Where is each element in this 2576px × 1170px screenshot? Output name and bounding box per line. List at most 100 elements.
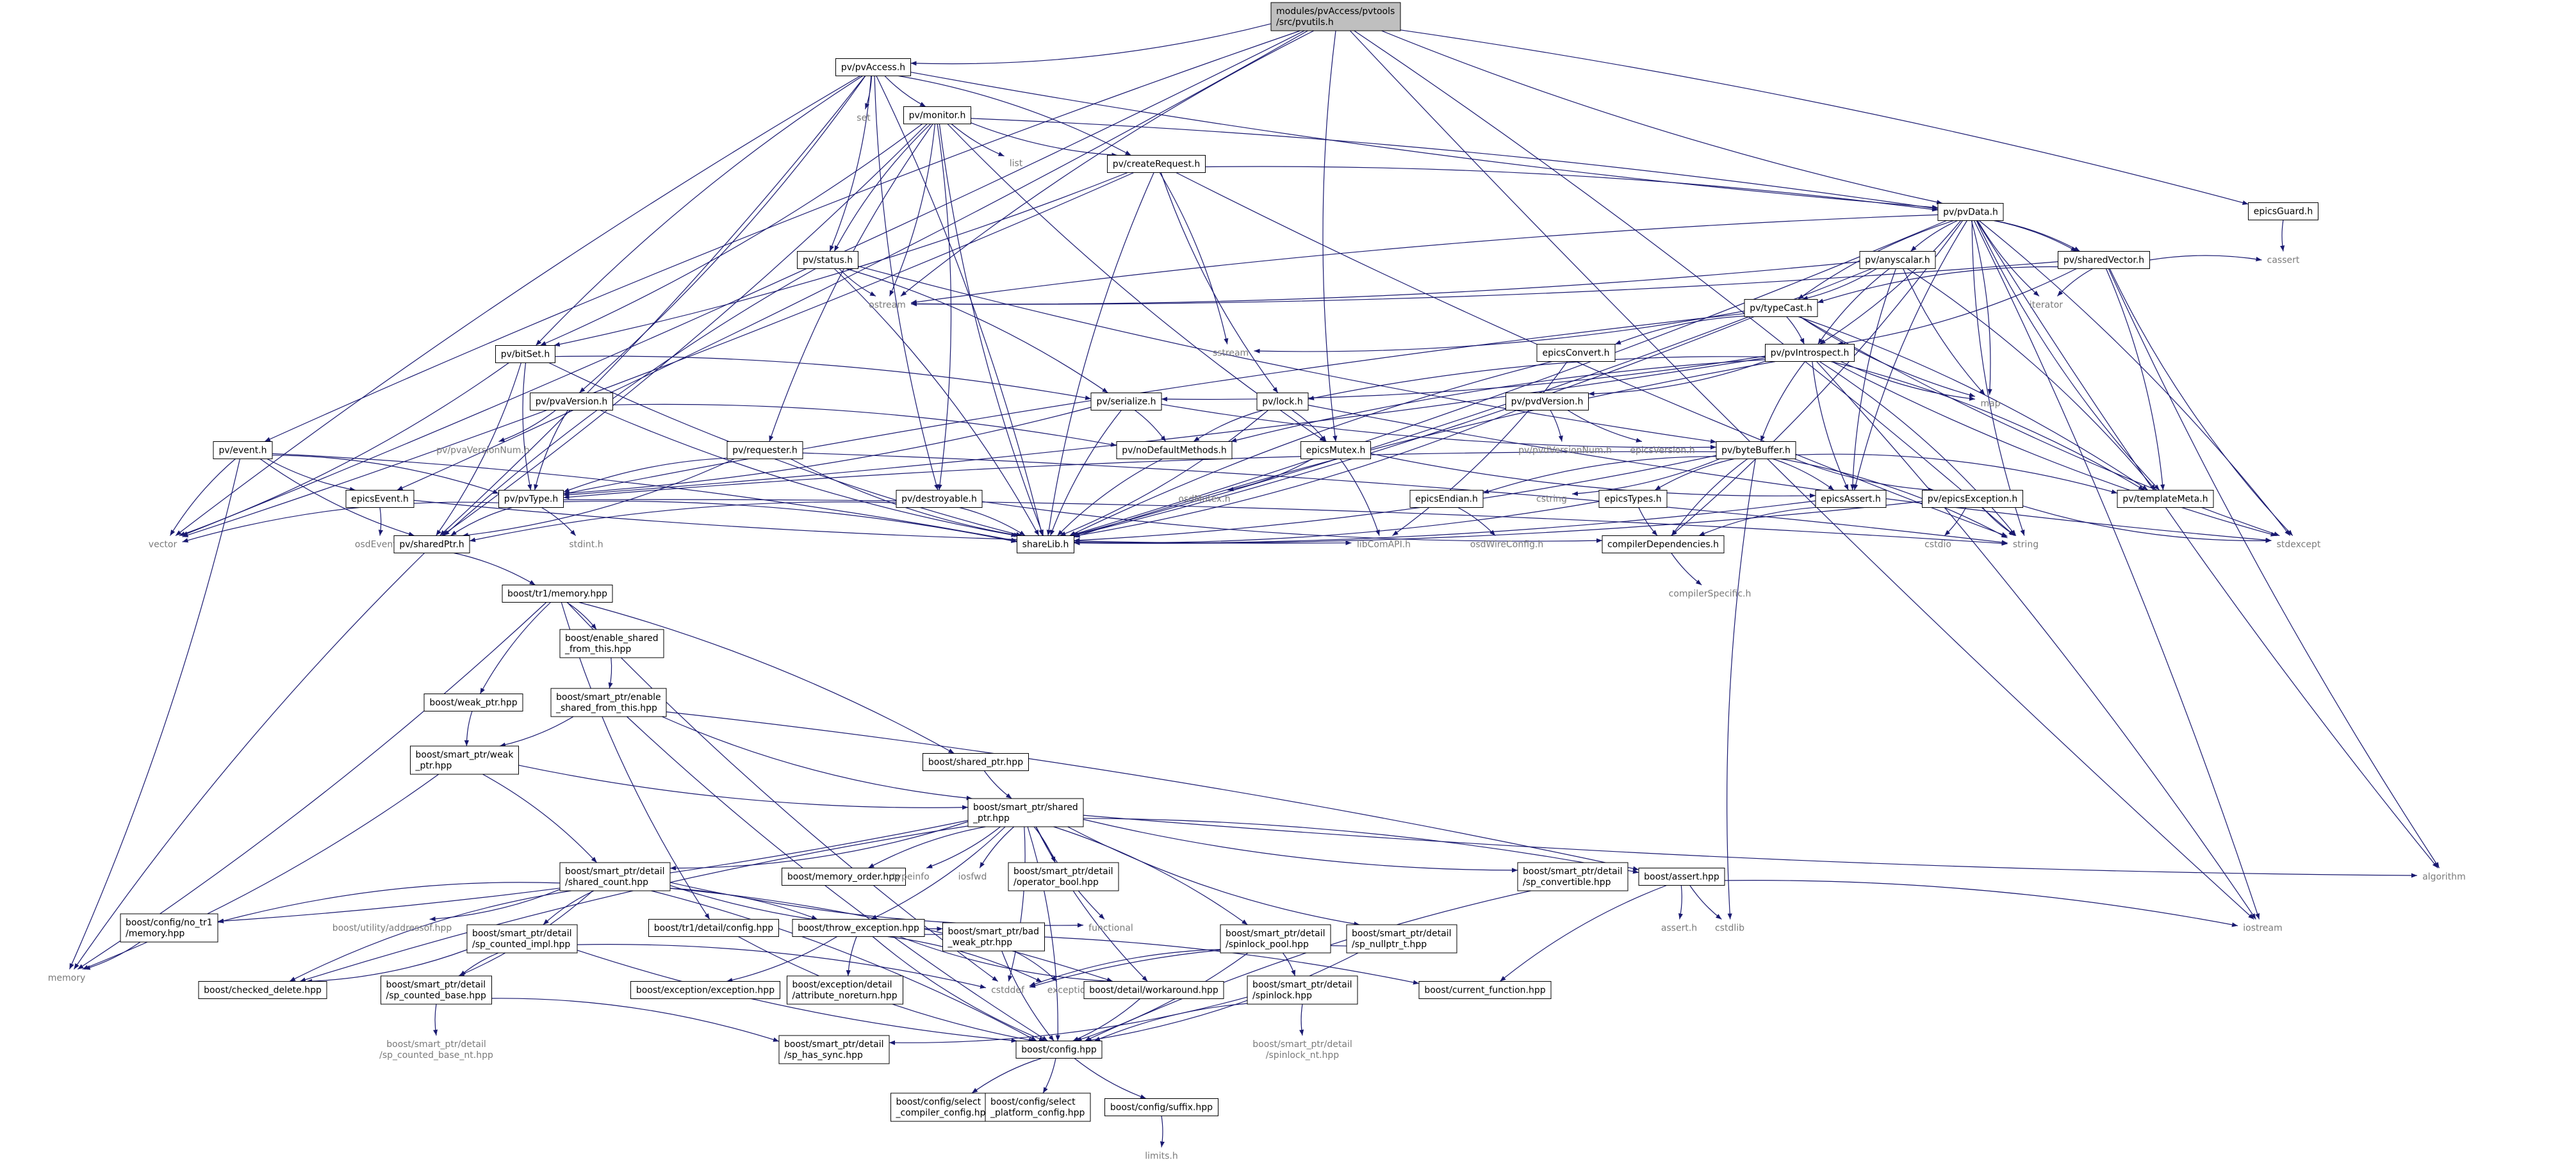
edge-pvIntrospect-to-iostream (1816, 361, 2256, 920)
node-shareLib[interactable]: shareLib.h (1017, 535, 1074, 553)
node-monitor[interactable]: pv/monitor.h (903, 106, 971, 124)
node-sharedPtrHpp[interactable]: boost/shared_ptr.hpp (923, 753, 1029, 771)
node-configNoTr1[interactable]: boost/config/no_tr1/memory.hpp (120, 913, 218, 943)
node-workaround[interactable]: boost/detail/workaround.hpp (1083, 981, 1224, 999)
node-createRequest[interactable]: pv/createRequest.h (1107, 155, 1206, 173)
edge-serialize-to-pvType (563, 407, 1092, 496)
edge-byteBuffer-to-cstdlib (1727, 459, 1756, 920)
node-label: /sp_counted_base_nt.hpp (379, 1050, 493, 1060)
node-typeCast[interactable]: pv/typeCast.h (1744, 299, 1818, 317)
node-epicsMutex[interactable]: epicsMutex.h (1300, 441, 1371, 459)
node-tr1memory[interactable]: boost/tr1/memory.hpp (502, 585, 613, 603)
node-label: pv/pvData.h (1943, 207, 1998, 218)
edge-workaround-to-configHpp (1072, 998, 1140, 1042)
node-label: boost/checked_delete.hpp (204, 986, 322, 996)
node-bitSet[interactable]: pv/bitSet.h (495, 345, 555, 363)
node-pvdVersion[interactable]: pv/pvdVersion.h (1505, 393, 1589, 410)
node-suffix[interactable]: boost/config/suffix.hpp (1104, 1098, 1218, 1116)
node-attrNoreturn[interactable]: boost/exception/detail/attribute_noretur… (787, 975, 903, 1005)
node-noDefaultMethods[interactable]: pv/noDefaultMethods.h (1116, 441, 1233, 459)
node-spCountedImpl[interactable]: boost/smart_ptr/detail/sp_counted_impl.h… (466, 924, 578, 954)
node-cstring: cstring (1536, 494, 1567, 505)
edge-pvEpicsException-to-cstdio (1944, 507, 1967, 536)
node-box (967, 798, 1084, 827)
node-epicsEvent[interactable]: epicsEvent.h (345, 490, 414, 508)
node-memoryOrder[interactable]: boost/memory_order.hpp (782, 868, 906, 886)
edge-sharedVector-to-pvTemplateMeta (2105, 268, 2165, 491)
node-throwException[interactable]: boost/throw_exception.hpp (792, 919, 925, 937)
node-lock[interactable]: pv/lock.h (1256, 393, 1309, 410)
node-pvIntrospect[interactable]: pv/pvIntrospect.h (1765, 344, 1855, 362)
node-pvTemplateMeta[interactable]: pv/templateMeta.h (2117, 490, 2214, 508)
node-spCountedBaseNt: boost/smart_ptr/detail/sp_counted_base_n… (379, 1039, 493, 1060)
node-pvData[interactable]: pv/pvData.h (1937, 203, 2004, 221)
node-box (1104, 1098, 1218, 1116)
node-utilityAddressof: boost/utility/addressof.hpp (332, 923, 452, 934)
node-pvEpicsException[interactable]: pv/epicsException.h (1922, 490, 2023, 508)
node-selectPlatform[interactable]: boost/config/select_platform_config.hpp (985, 1093, 1091, 1122)
node-badWeakPtr[interactable]: boost/smart_ptr/bad_weak_ptr.hpp (942, 922, 1045, 952)
node-epicsGuard[interactable]: epicsGuard.h (2248, 202, 2318, 220)
edge-root-to-epicsGuard (1400, 29, 2249, 205)
node-sharedPtr[interactable]: pv/sharedPtr.h (393, 535, 470, 553)
node-epicsAssert[interactable]: epicsAssert.h (1815, 490, 1887, 508)
node-weakPtr[interactable]: boost/weak_ptr.hpp (423, 694, 523, 711)
edge-spSharedCount-to-utilityAddressof (429, 889, 561, 922)
node-assertHpp[interactable]: boost/assert.hpp (1638, 868, 1725, 886)
node-spSharedCount[interactable]: boost/smart_ptr/detail/shared_count.hpp (559, 862, 671, 891)
edge-throwException-to-workaround (899, 936, 1113, 984)
node-typeinfo: typeinfo (892, 872, 930, 882)
node-epicsEndian[interactable]: epicsEndian.h (1409, 490, 1484, 508)
node-box (1090, 393, 1162, 410)
node-spinlockPool[interactable]: boost/smart_ptr/detail/spinlock_pool.hpp (1220, 924, 1331, 954)
node-spConvertible[interactable]: boost/smart_ptr/detail/sp_convertible.hp… (1517, 862, 1628, 891)
node-compilerDependencies[interactable]: compilerDependencies.h (1602, 535, 1725, 553)
node-label: epicsVersion.h (1630, 446, 1694, 456)
node-spCountedBase[interactable]: boost/smart_ptr/detail/sp_counted_base.h… (381, 975, 492, 1005)
edge-assertHpp-to-assertH (1678, 885, 1684, 920)
node-pvAccess[interactable]: pv/pvAccess.h (835, 58, 911, 76)
node-spEnableShared[interactable]: boost/smart_ptr/enable_shared_from_this.… (550, 688, 667, 717)
edge-spNullptr-to-configHpp (1085, 952, 1359, 1043)
node-spHasSync[interactable]: boost/smart_ptr/detail/sp_has_sync.hpp (778, 1035, 890, 1064)
node-tr1Config[interactable]: boost/tr1/detail/config.hpp (648, 919, 779, 937)
node-box (1638, 868, 1725, 886)
node-sharedVector[interactable]: pv/sharedVector.h (2058, 251, 2150, 269)
node-label: boost/smart_ptr/detail (784, 1039, 883, 1050)
node-currentFunction[interactable]: boost/current_function.hpp (1418, 981, 1552, 999)
node-spinlock[interactable]: boost/smart_ptr/detail/spinlock.hpp (1247, 975, 1358, 1005)
node-exceptionHpp[interactable]: boost/exception/exception.hpp (630, 981, 780, 999)
node-checkedDelete[interactable]: boost/checked_delete.hpp (198, 981, 327, 999)
node-label: epicsAssert.h (1821, 494, 1881, 505)
node-spWeakPtr[interactable]: boost/smart_ptr/weak_ptr.hpp (410, 745, 519, 775)
node-destroyable[interactable]: pv/destroyable.h (896, 490, 983, 508)
node-pvaVersion[interactable]: pv/pvaVersion.h (530, 393, 613, 410)
node-spSharedPtr[interactable]: boost/smart_ptr/shared_ptr.hpp (967, 798, 1084, 827)
node-epicsTypes[interactable]: epicsTypes.h (1598, 490, 1668, 508)
edge-sharedVector-to-typeCast (1817, 266, 2058, 304)
edge-pvData-to-anyscalar (1910, 220, 1958, 252)
node-epicsConvert[interactable]: epicsConvert.h (1536, 344, 1616, 362)
node-label: boost/smart_ptr/enable (556, 692, 661, 703)
node-status[interactable]: pv/status.h (797, 251, 858, 269)
node-root[interactable]: modules/pvAccess/pvtools/src/pvutils.h (1270, 2, 1401, 31)
node-byteBuffer[interactable]: pv/byteBuffer.h (1716, 441, 1796, 459)
node-serialize[interactable]: pv/serialize.h (1090, 393, 1162, 410)
edge-spSharedCount-to-configHpp (651, 890, 1037, 1042)
node-enableSharedFromThis[interactable]: boost/enable_shared_from_this.hpp (559, 629, 664, 658)
node-anyscalar[interactable]: pv/anyscalar.h (1859, 251, 1936, 269)
node-label: pv/event.h (218, 446, 267, 456)
node-box (466, 924, 578, 954)
node-assertH: assert.h (1661, 923, 1697, 934)
node-configHpp[interactable]: boost/config.hpp (1015, 1041, 1103, 1059)
edge-createRequest-to-vector (182, 172, 1135, 537)
node-event[interactable]: pv/event.h (213, 441, 273, 459)
node-spNullptr[interactable]: boost/smart_ptr/detail/sp_nullptr_t.hpp (1346, 924, 1457, 954)
node-requester[interactable]: pv/requester.h (726, 441, 803, 459)
node-pvType[interactable]: pv/pvType.h (498, 490, 564, 508)
node-operatorBool[interactable]: boost/smart_ptr/detail/operator_bool.hpp (1008, 862, 1119, 891)
node-selectCompiler[interactable]: boost/config/select_compiler_config.hpp (890, 1093, 997, 1122)
node-label: pv/noDefaultMethods.h (1122, 446, 1227, 456)
